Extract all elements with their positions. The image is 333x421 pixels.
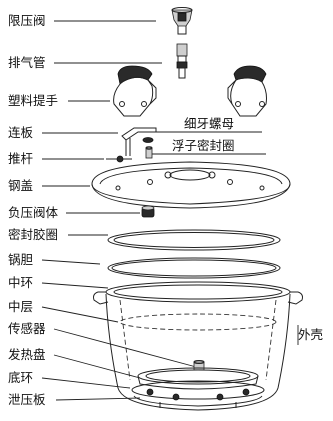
push-rod-part: [106, 155, 132, 163]
label-connecting-plate: 连板: [8, 125, 34, 140]
connecting-plate-part: [121, 127, 157, 156]
fine-thread-nut-part: [142, 137, 154, 143]
float-seal-part: [145, 146, 153, 159]
label-fine-thread-nut: 细牙螺母: [184, 116, 234, 131]
label-exhaust-pipe: 排气管: [8, 55, 46, 70]
right-handle-part: [227, 65, 267, 117]
sealing-ring-part: [107, 229, 281, 251]
negative-pressure-valve-part: [141, 205, 155, 218]
pressure-relief-plate-part: [133, 395, 263, 408]
label-middle-ring: 中环: [8, 275, 33, 290]
label-outer-shell: 外壳: [298, 327, 323, 342]
leader-sensor: [53, 328, 201, 369]
leader-middle-layer: [41, 306, 119, 323]
label-float-seal: 浮子密封圈: [172, 138, 235, 153]
pressure-limit-valve-part: [171, 7, 193, 35]
label-push-rod: 推杆: [8, 151, 34, 166]
label-bottom-ring: 底环: [8, 370, 33, 385]
steel-lid-part: [91, 161, 291, 209]
label-plastic-handle: 塑料提手: [8, 93, 58, 108]
leader-inner-pot: [41, 259, 101, 265]
inner-pot-part: [107, 257, 281, 279]
label-heating-plate: 发热盘: [8, 347, 46, 362]
heating-plate-part: [137, 367, 259, 390]
label-pressure-limit-valve: 限压阀: [8, 13, 46, 28]
sensor-part: [193, 360, 205, 371]
label-negative-pressure-valve: 负压阀体: [8, 205, 59, 220]
bottom-ring-part: [131, 380, 265, 401]
left-handle-part: [113, 65, 157, 117]
outer-body-part: [93, 281, 303, 411]
label-pressure-relief-plate: 泄压板: [8, 392, 46, 407]
leader-heating-plate: [53, 354, 141, 379]
leader-bottom-ring: [41, 377, 131, 389]
label-sensor: 传感器: [8, 321, 46, 336]
label-steel-lid: 钢盖: [8, 178, 33, 193]
exhaust-pipe-part: [176, 43, 188, 79]
leader-pressure-relief-plate: [55, 397, 141, 401]
label-middle-layer: 中层: [8, 299, 33, 314]
label-sealing-ring: 密封胶圈: [8, 227, 58, 242]
leader-middle-ring: [41, 282, 109, 289]
label-inner-pot: 锅胆: [8, 252, 33, 267]
